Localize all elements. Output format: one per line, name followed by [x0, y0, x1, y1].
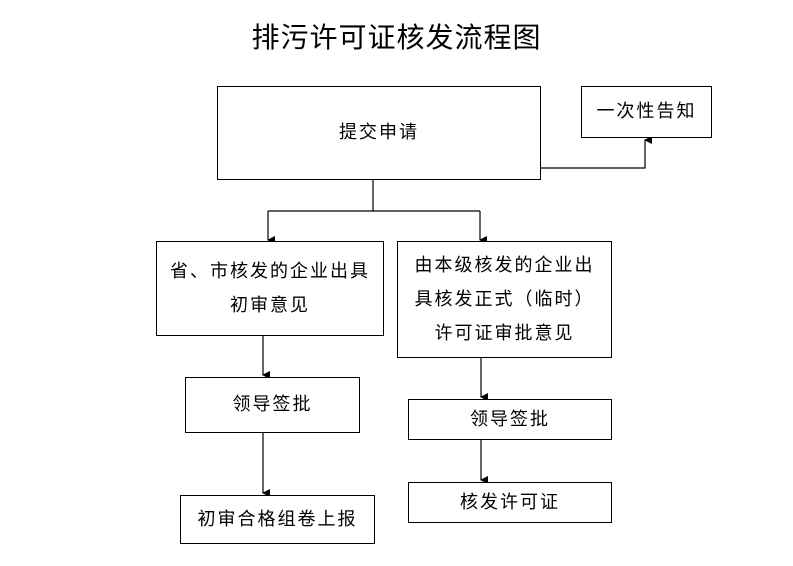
node-report-label: 初审合格组卷上报 — [197, 508, 358, 530]
node-submit: 提交申请 — [217, 86, 541, 180]
node-left-sign-label: 领导签批 — [232, 394, 313, 415]
node-issue-label: 核发许可证 — [460, 491, 560, 513]
chart-title: 排污许可证核发流程图 — [251, 21, 542, 54]
node-local-review: 由本级核发的企业出 具核发正式（临时） 许可证审批意见 — [397, 241, 612, 358]
node-local-line2: 具核发正式（临时） — [414, 288, 595, 310]
node-prov-line2: 初审意见 — [230, 294, 310, 316]
node-local-line1: 由本级核发的企业出 — [414, 254, 595, 276]
node-right-sign: 领导签批 — [408, 399, 612, 440]
node-local-line3: 许可证审批意见 — [434, 322, 575, 344]
node-notify-label: 一次性告知 — [596, 101, 697, 122]
node-left-sign: 领导签批 — [185, 377, 360, 433]
edge-submit-notify — [541, 136, 652, 169]
node-right-sign-label: 领导签批 — [470, 408, 550, 430]
node-notify: 一次性告知 — [581, 86, 712, 138]
node-prov-line1: 省、市核发的企业出具 — [170, 260, 370, 282]
node-issue: 核发许可证 — [408, 482, 612, 523]
node-report: 初审合格组卷上报 — [180, 495, 375, 544]
node-submit-label: 提交申请 — [339, 122, 419, 143]
node-prov-review: 省、市核发的企业出具 初审意见 — [156, 241, 384, 336]
